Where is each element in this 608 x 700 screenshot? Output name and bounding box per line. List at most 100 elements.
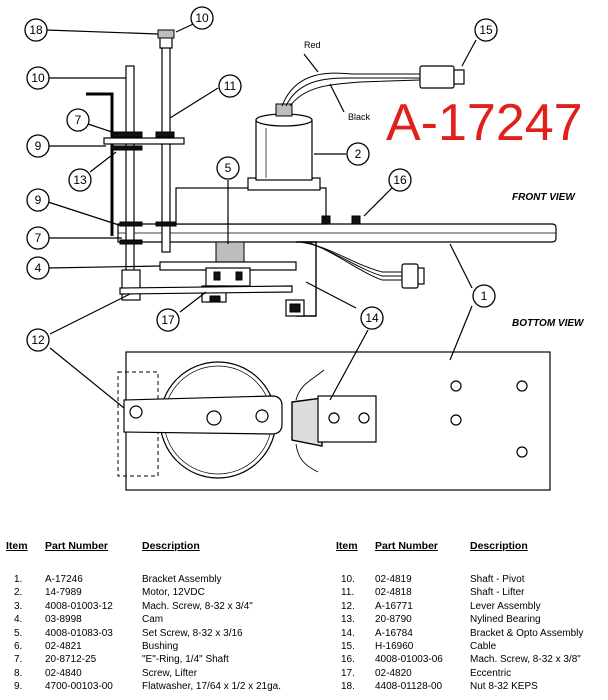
callout-15: 15 <box>474 18 498 42</box>
header-item-right: Item <box>336 540 358 552</box>
part-number: A-16771 <box>375 600 413 612</box>
part-number: 20-8712-25 <box>45 654 97 666</box>
part-description: Shaft - Lifter <box>470 587 525 599</box>
motor-wires: Red Black <box>281 40 465 122</box>
callout-11: 11 <box>218 74 242 98</box>
part-number: 02-4820 <box>375 667 412 679</box>
item-number: 6. <box>14 641 23 652</box>
part-description: Nut 8-32 KEPS <box>470 681 538 693</box>
part-number: 4408-01128-00 <box>375 681 443 693</box>
item-number: 2. <box>14 587 23 599</box>
part-description: Bracket & Opto Assembly <box>470 627 584 639</box>
callout-4: 4 <box>26 256 50 280</box>
bottom-view-label: BOTTOM VIEW <box>512 318 585 329</box>
svg-text:7: 7 <box>75 113 82 127</box>
callout-16: 16 <box>388 168 412 192</box>
svg-text:17: 17 <box>161 313 175 327</box>
item-number: 11. <box>341 587 355 599</box>
header-description: Description <box>142 540 200 552</box>
part-number: 02-4819 <box>375 574 412 585</box>
drawing-number: A-17247 <box>386 94 583 152</box>
table-row: 18. 4408-01128-00 Nut 8-32 KEPS <box>0 680 608 693</box>
header-part-number-right: Part Number <box>375 540 439 552</box>
part-description: Set Screw, 8-32 x 3/16 <box>142 627 243 639</box>
header-description-right: Description <box>470 540 528 552</box>
cable-connector <box>419 65 455 89</box>
part-number: 4008-01083-03 <box>45 627 113 639</box>
front-view-label: FRONT VIEW <box>512 192 576 203</box>
item-number: 13. <box>341 614 355 626</box>
part-number: 03-8998 <box>45 614 82 626</box>
table-row: 14. A-16784 Bracket & Opto Assembly <box>0 627 608 640</box>
part-number: A-17246 <box>45 574 83 585</box>
leader-lines <box>45 19 477 409</box>
wire-label-black: Black <box>348 112 371 122</box>
callout-5: 5 <box>216 156 240 180</box>
part-number: 4008-01003-12 <box>45 600 113 612</box>
lifter-shaft <box>161 39 171 253</box>
table-row: 10. 02-4819 Shaft - Pivot <box>0 573 608 586</box>
part-description: Nylined Bearing <box>470 614 541 626</box>
item-number: 14. <box>341 627 355 639</box>
wire-label-red: Red <box>304 40 321 50</box>
part-description: Mach. Screw, 8-32 x 3/8" <box>470 654 581 666</box>
item-number: 3. <box>14 600 23 612</box>
svg-text:7: 7 <box>35 231 42 245</box>
part-number: 02-4818 <box>375 587 412 599</box>
opto-connector <box>401 263 419 289</box>
item-number: 8. <box>14 667 23 679</box>
shafts <box>86 29 185 301</box>
svg-text:14: 14 <box>365 311 379 325</box>
part-number: 02-4840 <box>45 667 82 679</box>
callout-12: 12 <box>26 328 50 352</box>
svg-text:10: 10 <box>31 71 45 85</box>
svg-text:5: 5 <box>225 161 232 175</box>
part-number: 4700-00103-00 <box>45 681 113 693</box>
svg-text:18: 18 <box>29 23 43 37</box>
callout-10: 10 <box>26 66 50 90</box>
item-number: 5. <box>14 627 23 639</box>
part-description: Motor, 12VDC <box>142 587 205 599</box>
part-description: Bushing <box>142 641 179 652</box>
part-description: Flatwasher, 17/64 x 1/2 x 21ga. <box>142 681 281 693</box>
callout-13: 13 <box>68 168 92 192</box>
cam-assembly <box>119 241 297 303</box>
item-number: 18. <box>341 681 355 693</box>
svg-text:16: 16 <box>393 173 407 187</box>
header-part-number: Part Number <box>45 540 109 552</box>
item-number: 7. <box>14 654 23 666</box>
part-description: Eccentric <box>470 667 512 679</box>
svg-text:10: 10 <box>195 11 209 25</box>
part-number: 14-7989 <box>45 587 82 599</box>
callout-9-top: 9 <box>26 134 50 158</box>
assembly-drawing: Red Black <box>24 6 585 491</box>
part-description: Bracket Assembly <box>142 574 222 585</box>
part-description: Shaft - Pivot <box>470 574 525 585</box>
opto-bracket-side <box>285 241 425 317</box>
part-description: Mach. Screw, 8-32 x 3/4" <box>142 600 253 612</box>
table-row: 5. 4008-01083-03 Set Screw, 8-32 x 3/16 <box>0 627 608 640</box>
svg-text:2: 2 <box>355 147 362 161</box>
table-row: 7.20-8712-25"E"-Ring, 1/4" Shaft <box>0 653 608 666</box>
part-number: A-16784 <box>375 627 413 639</box>
svg-text:12: 12 <box>31 333 45 347</box>
callout-18: 18 <box>24 18 48 42</box>
part-description: Cable <box>470 641 497 652</box>
lever-bottom <box>123 395 283 435</box>
table-row: 11. 02-4818 Shaft - Lifter <box>0 586 608 599</box>
item-number: 10. <box>341 574 355 585</box>
part-number: 02-4821 <box>45 641 82 652</box>
part-number: H-16960 <box>375 641 414 652</box>
bottom-view: BOTTOM VIEW <box>117 318 585 491</box>
callout-17: 17 <box>156 308 180 332</box>
motor <box>175 103 327 225</box>
svg-text:13: 13 <box>73 173 87 187</box>
table-row: 3. 4008-01003-12 Mach. Screw, 8-32 x 3/4" <box>0 600 608 613</box>
part-number: 4008-01003-06 <box>375 654 443 666</box>
